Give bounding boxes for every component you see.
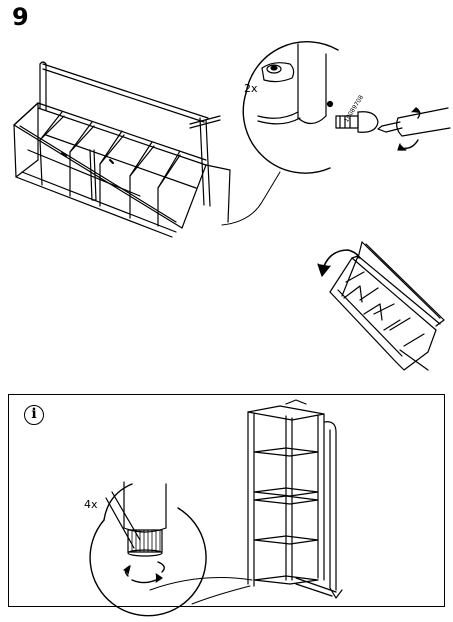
rotation-arrow-icon	[123, 561, 165, 584]
shelf-frame-rotated	[329, 241, 445, 371]
rotation-arrow-icon	[397, 107, 421, 151]
quantity-label-top: 2x	[244, 82, 258, 95]
detail-circle-screw	[242, 41, 379, 174]
info-icon: i	[24, 405, 44, 425]
detail-circle-foot	[89, 481, 207, 617]
info-box	[8, 394, 445, 607]
tilt-arrow-icon	[317, 249, 361, 277]
shelf-frame-lying	[13, 61, 231, 238]
step-number: 9	[12, 3, 29, 31]
quantity-label-bottom: 4x	[84, 498, 98, 511]
screwdriver-icon	[377, 107, 451, 137]
shelf-standing	[247, 399, 343, 599]
